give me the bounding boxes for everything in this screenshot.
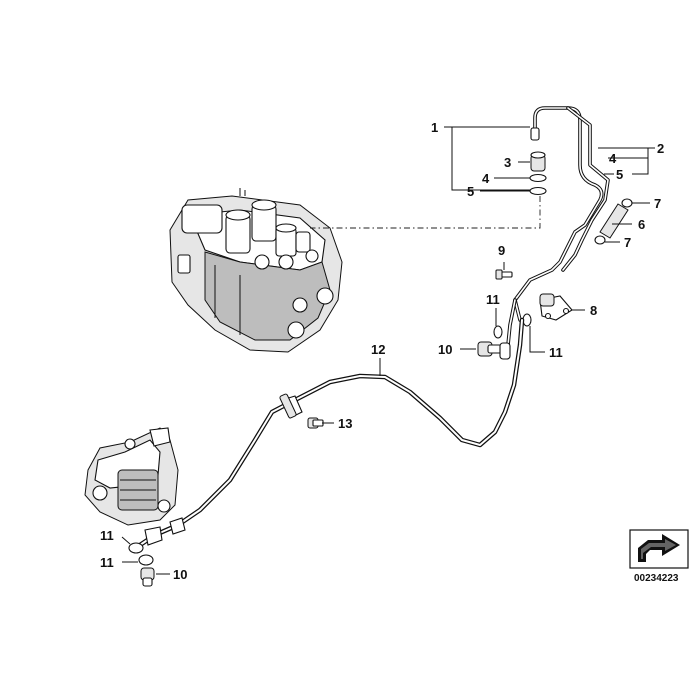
callout-10-lower: 10 bbox=[173, 567, 187, 582]
seal-11-lower-a bbox=[128, 542, 144, 554]
callout-11-lower-b: 11 bbox=[100, 555, 114, 570]
callout-10-upper: 10 bbox=[438, 342, 452, 357]
brake-hose-12 bbox=[137, 317, 525, 548]
abs-pressure-modulator bbox=[169, 188, 343, 353]
screw-13 bbox=[307, 417, 324, 429]
hose-holder bbox=[279, 393, 303, 419]
callout-11-lower-a: 11 bbox=[100, 528, 114, 543]
callout-5-right: 5 bbox=[616, 167, 623, 182]
hollow-bolt-10-lower bbox=[140, 567, 155, 587]
callout-3: 3 bbox=[504, 155, 511, 170]
banjo-fitting bbox=[499, 342, 511, 360]
callout-4-right: 4 bbox=[609, 151, 617, 166]
arrow-box-icon bbox=[638, 534, 680, 562]
holder-8 bbox=[539, 293, 573, 321]
upper-brake-line bbox=[506, 106, 610, 347]
diagram-badge: 00234223 bbox=[629, 529, 689, 584]
callout-7-upper: 7 bbox=[654, 196, 661, 211]
callouts: 1 3 4 5 2 4 5 7 6 7 9 11 8 10 11 12 13 1… bbox=[100, 120, 664, 582]
connection-line bbox=[310, 196, 541, 229]
ring-4 bbox=[529, 173, 547, 183]
callout-13: 13 bbox=[338, 416, 352, 431]
callout-5-left: 5 bbox=[467, 184, 474, 199]
callout-12: 12 bbox=[371, 342, 385, 357]
callout-9: 9 bbox=[498, 243, 505, 258]
bolt-9 bbox=[495, 269, 513, 280]
sleeve-6 bbox=[594, 198, 633, 245]
seal-11-upper-a bbox=[493, 325, 503, 339]
callout-11-upper-a: 11 bbox=[486, 292, 500, 307]
ring-5 bbox=[529, 186, 547, 196]
diagram-code: 00234223 bbox=[634, 573, 679, 584]
callout-4-left: 4 bbox=[482, 171, 490, 186]
callout-6: 6 bbox=[638, 217, 645, 232]
fitting-3 bbox=[530, 151, 546, 172]
callout-7-lower: 7 bbox=[624, 235, 631, 250]
callout-8: 8 bbox=[590, 303, 597, 318]
hollow-bolt-10-upper bbox=[477, 341, 503, 357]
callout-1: 1 bbox=[431, 120, 438, 135]
clamp-7-upper bbox=[621, 198, 633, 208]
callout-11-upper-b: 11 bbox=[549, 345, 563, 360]
leader-lines bbox=[121, 126, 655, 575]
callout-2: 2 bbox=[657, 141, 664, 156]
clamp-7-lower bbox=[594, 235, 606, 245]
brake-caliper bbox=[84, 427, 179, 526]
seal-11-lower-b bbox=[138, 554, 154, 566]
